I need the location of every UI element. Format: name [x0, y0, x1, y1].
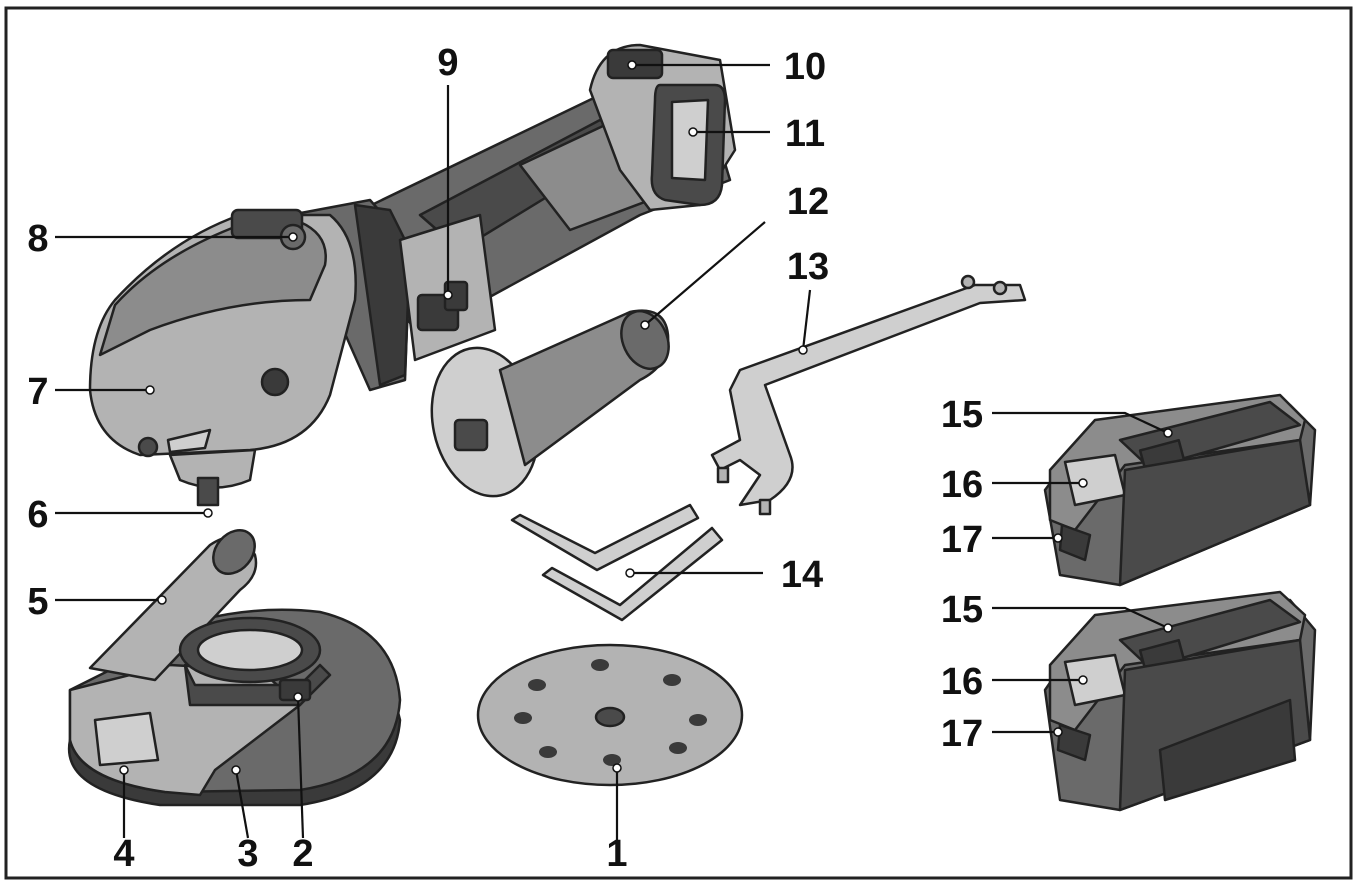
callout-labels: 1 2 3 4 5 6 7 8 9 10 11 12 13 14 15 16 1…: [27, 42, 983, 875]
callout-11: 11: [785, 113, 825, 155]
callout-17-bottom: 17: [941, 713, 983, 755]
side-handle: [430, 309, 670, 498]
callout-6: 6: [27, 494, 48, 536]
callout-1: 1: [606, 833, 627, 875]
callout-3: 3: [237, 833, 258, 875]
callout-2: 2: [292, 833, 313, 875]
two-pin-wrench: [710, 274, 1027, 516]
hex-keys: [510, 503, 724, 622]
callout-15-bottom: 15: [941, 589, 983, 631]
callout-17-top: 17: [941, 519, 983, 561]
callout-5: 5: [27, 581, 48, 623]
callout-12: 12: [787, 181, 829, 223]
callout-15-top: 15: [941, 394, 983, 436]
callout-16-top: 16: [941, 464, 983, 506]
leader-dots: [119, 60, 1173, 775]
callout-8: 8: [27, 218, 48, 260]
diagram-frame: [4, 6, 1353, 880]
callout-7: 7: [27, 371, 48, 413]
callout-10: 10: [784, 46, 826, 88]
callout-16-bottom: 16: [941, 661, 983, 703]
backing-pad: [476, 643, 744, 787]
leader-lines: [55, 63, 1169, 840]
extraction-guard: [67, 529, 402, 807]
angle-grinder: [88, 43, 737, 507]
callout-13: 13: [787, 246, 829, 288]
battery-pack-small: [1043, 393, 1317, 587]
callout-9: 9: [437, 42, 458, 84]
callout-14: 14: [781, 554, 823, 596]
battery-pack-large: [1043, 590, 1317, 812]
callout-4: 4: [113, 833, 134, 875]
